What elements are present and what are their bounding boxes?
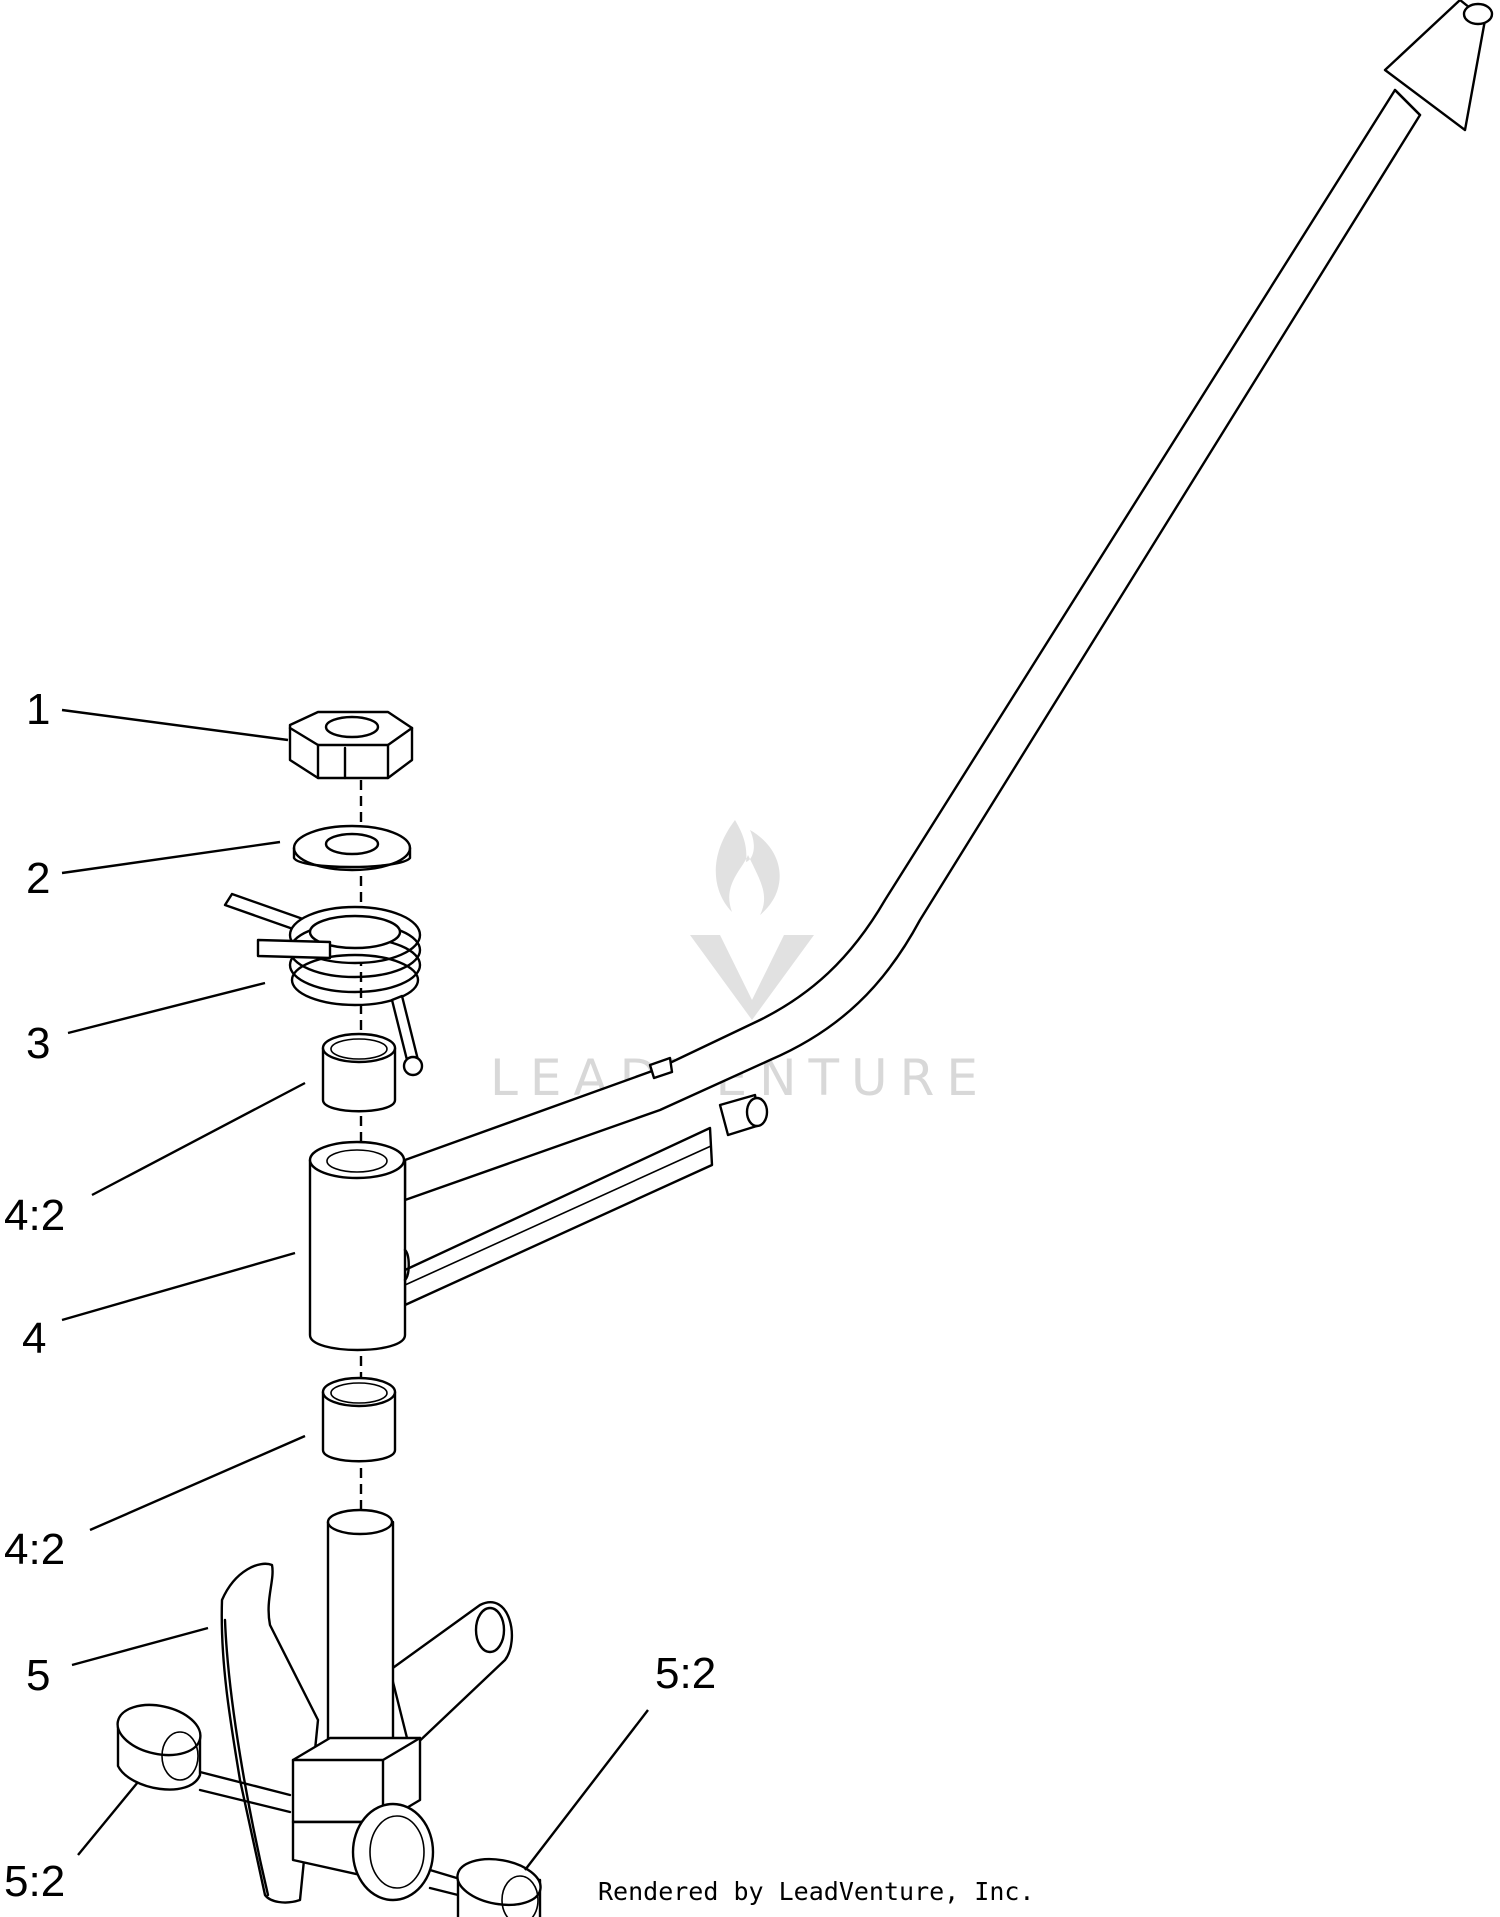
callout-5-2-left: 5:2 [4, 1857, 65, 1906]
leader-4-2-upper [91, 1081, 306, 1197]
watermark-flame-icon [715, 820, 780, 915]
left-pawl-bushing [116, 1703, 202, 1791]
right-pawl-bushing [456, 1857, 542, 1917]
leader-4-2-lower [89, 1434, 306, 1532]
leader-4 [61, 1251, 296, 1322]
callout-4-2-upper: 4:2 [4, 1191, 65, 1240]
callout-1: 1 [26, 685, 50, 734]
callout-5: 5 [26, 1651, 50, 1700]
callout-labels: 1 2 3 4:2 4 4:2 5 5:2 5:2 [4, 685, 716, 1906]
shift-lever [403, 0, 1494, 1307]
leader-5 [71, 1626, 209, 1667]
leader-1 [61, 708, 289, 742]
leader-2 [61, 840, 281, 875]
pivot-tube [308, 1140, 410, 1352]
leader-3 [67, 981, 266, 1035]
leader-lines [61, 708, 649, 1871]
callout-4-2-lower: 4:2 [4, 1525, 65, 1574]
leader-5-2-right [524, 1709, 649, 1871]
washer [292, 824, 412, 872]
upper-bushing [321, 1032, 397, 1113]
lower-bushing [321, 1376, 397, 1463]
torsion-spring [223, 892, 424, 1077]
watermark: LEADVENTURE [490, 820, 978, 1107]
callout-4: 4 [22, 1314, 46, 1363]
leader-5-2-left [77, 1781, 139, 1856]
render-credit: Rendered by LeadVenture, Inc. [598, 1877, 1035, 1906]
hex-nut [288, 710, 414, 780]
watermark-v-logo-icon [690, 935, 814, 1020]
callout-5-2-right: 5:2 [655, 1649, 716, 1698]
callout-2: 2 [26, 854, 50, 903]
pawl-assembly [198, 1508, 513, 1904]
callout-3: 3 [26, 1019, 50, 1068]
